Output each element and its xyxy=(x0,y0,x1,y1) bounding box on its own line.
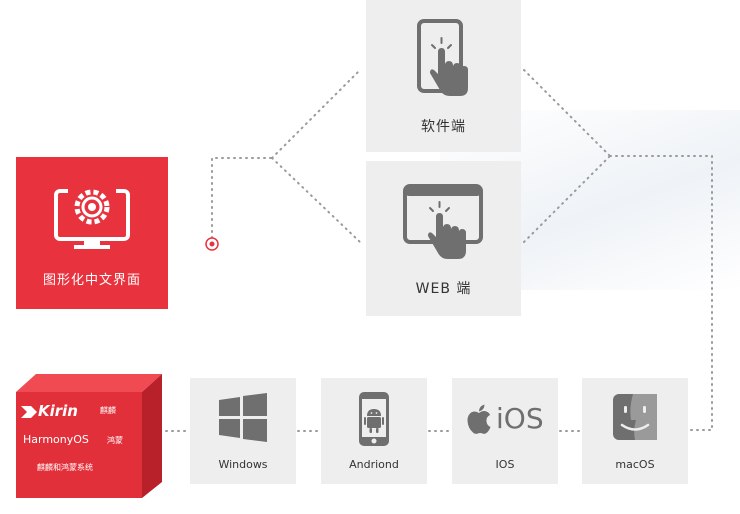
platform-ios-label: IOS xyxy=(495,458,515,471)
system-brand-harmonyos: HarmonyOS xyxy=(23,433,89,446)
browser-touch-icon xyxy=(403,184,483,259)
android-phone-icon xyxy=(359,392,389,446)
system-subtitle: 麒麟和鸿蒙系统 xyxy=(37,463,93,472)
source-gui-label: 图形化中文界面 xyxy=(42,273,141,288)
monitor-gear-icon xyxy=(54,185,130,249)
tablet-touch-icon xyxy=(417,19,468,96)
connector-from-software xyxy=(523,69,611,157)
connector-to-software xyxy=(271,69,361,159)
platform-windows-box: Windows xyxy=(190,378,296,484)
system-cube xyxy=(16,374,162,498)
platform-ios-box: iOS IOS xyxy=(452,378,558,484)
platform-ios-logo-text: iOS xyxy=(496,402,544,435)
platform-windows-label: Windows xyxy=(218,458,268,471)
platform-macos-label: macOS xyxy=(615,458,655,471)
connector-right-rail xyxy=(609,155,713,431)
target-web-label: WEB 端 xyxy=(415,281,472,297)
windows-logo-icon xyxy=(219,393,267,442)
system-brand-kirin-cn: 麒麟 xyxy=(100,406,116,415)
macos-finder-icon xyxy=(613,394,657,440)
connector-target-node xyxy=(205,237,219,251)
connector-source-vertical xyxy=(211,157,273,245)
source-gui-box: 图形化中文界面 xyxy=(16,157,168,309)
platform-macos-box: macOS xyxy=(582,378,688,484)
apple-logo-icon xyxy=(467,404,491,434)
platform-android-box: Andriond xyxy=(321,378,427,484)
system-brand-kirin: Kirin xyxy=(38,402,78,420)
kirin-logo-icon xyxy=(21,406,37,418)
connector-from-web xyxy=(523,155,611,243)
target-software-box: 软件端 xyxy=(366,0,521,152)
target-web-box: WEB 端 xyxy=(366,161,521,316)
system-brand-harmonyos-cn: 鸿蒙 xyxy=(107,436,123,445)
target-software-label: 软件端 xyxy=(421,119,466,135)
connector-to-web xyxy=(271,157,361,243)
platform-android-label: Andriond xyxy=(349,458,399,471)
